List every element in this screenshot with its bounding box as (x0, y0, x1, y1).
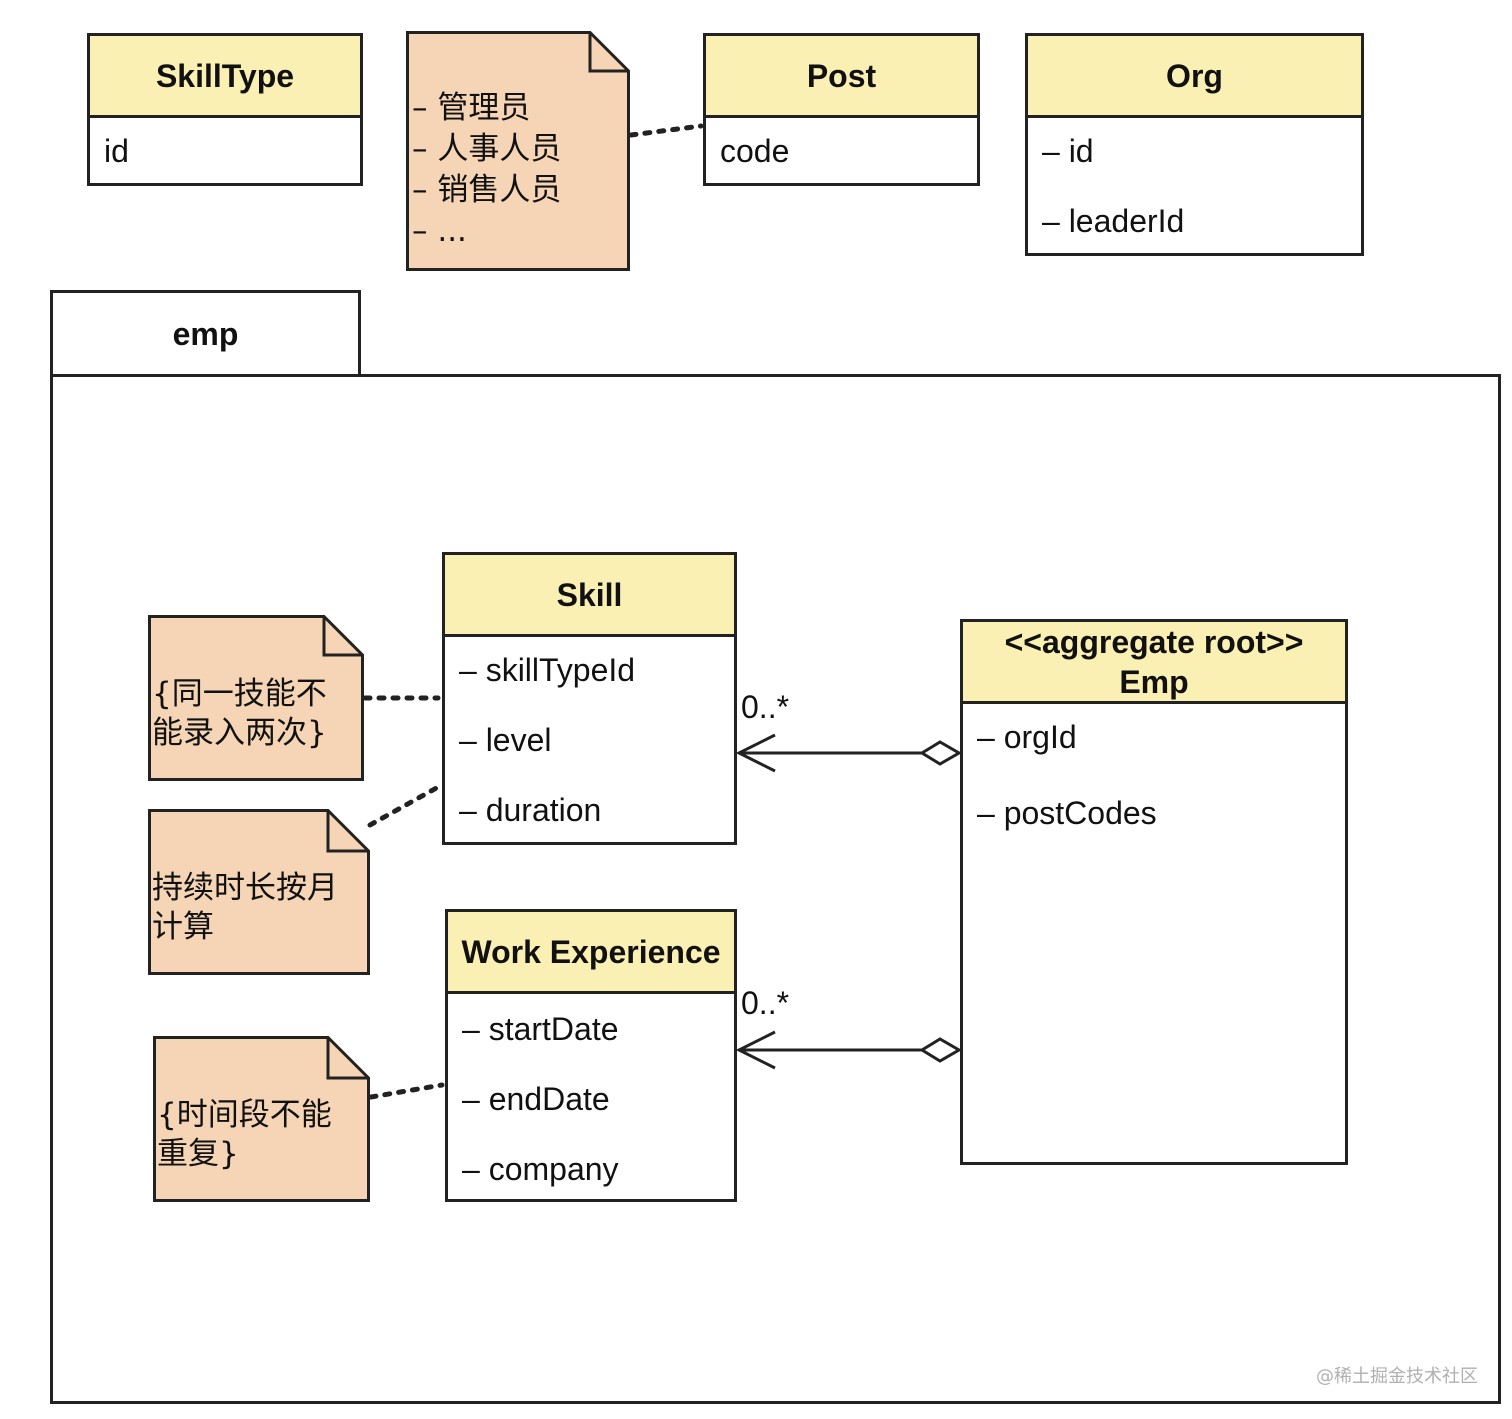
emp-aggregate-root-class: <<aggregate root>> Emp – orgId – postCod… (960, 619, 1348, 1165)
note-shape (148, 809, 370, 975)
post-class: Post code (703, 33, 980, 186)
skilltype-attr-id: id (104, 133, 129, 169)
skill-class: Skill – skillTypeId – level – duration (442, 552, 737, 845)
no-overlap-anchor (368, 1082, 445, 1100)
post-note-line-2: – 人事人员 (412, 131, 562, 167)
post-attr-code: code (720, 133, 790, 169)
work-experience-class-title: Work Experience (448, 912, 734, 994)
work-experience-attr-startdate: – startDate (462, 1011, 619, 1047)
skilltype-class: SkillType id (87, 33, 363, 186)
skill-multiplicity: 0..* (741, 689, 790, 725)
duration-note-text: 持续时长按月 计算 (152, 870, 338, 945)
skill-class-title: Skill (445, 555, 734, 637)
no-overlap-note: {时间段不能 重复} (153, 1036, 370, 1202)
post-note-line-1: – 管理员 (412, 90, 531, 126)
org-class-title: Org (1028, 36, 1361, 118)
emp-attr-postcodes: – postCodes (977, 795, 1157, 831)
package-name: emp (172, 316, 239, 352)
note-shape (153, 1036, 370, 1202)
no-overlap-note-text: {时间段不能 重复} (157, 1097, 332, 1172)
skill-attr-skilltypeid: – skillTypeId (459, 652, 636, 688)
work-experience-multiplicity: 0..* (741, 985, 790, 1021)
post-note-line-4: – ... (412, 213, 467, 249)
org-attr-leaderid: – leaderId (1042, 203, 1185, 239)
skill-attr-duration: – duration (459, 792, 602, 828)
workexp-open-arrowhead (735, 1030, 776, 1070)
org-attr-id: – id (1042, 133, 1094, 169)
watermark: @稀土掘金技术社区 (1316, 1366, 1478, 1387)
skill-attr-level: – level (459, 722, 552, 758)
note-shape (148, 615, 364, 781)
emp-stereotype: <<aggregate root>> (1004, 623, 1304, 660)
emp-skill-aggregation-diamond (919, 740, 962, 766)
post-note-line-3: – 销售人员 (412, 172, 562, 208)
skill-unique-note-text: {同一技能不 能录入两次} (152, 676, 327, 751)
skill-open-arrowhead (735, 733, 776, 773)
emp-class-header: <<aggregate root>> Emp (963, 622, 1345, 704)
duration-anchor (367, 783, 443, 828)
work-experience-class: Work Experience – startDate – endDate – … (445, 909, 737, 1202)
emp-attr-orgid: – orgId (977, 719, 1077, 755)
work-experience-attr-enddate: – endDate (462, 1081, 610, 1117)
duration-note: 持续时长按月 计算 (148, 809, 370, 975)
emp-class-title: Emp (1119, 663, 1189, 700)
package-tab: emp (50, 290, 361, 376)
note-shape (406, 31, 630, 271)
emp-workexp-aggregation-diamond (919, 1037, 962, 1063)
post-note-anchor (628, 123, 704, 138)
skilltype-class-title: SkillType (90, 36, 360, 118)
org-class: Org – id – leaderId (1025, 33, 1364, 256)
post-values-note: – 管理员 – 人事人员 – 销售人员 – ... (406, 31, 630, 271)
post-class-title: Post (706, 36, 977, 118)
work-experience-attr-company: – company (462, 1151, 619, 1187)
skill-unique-note: {同一技能不 能录入两次} (148, 615, 364, 781)
